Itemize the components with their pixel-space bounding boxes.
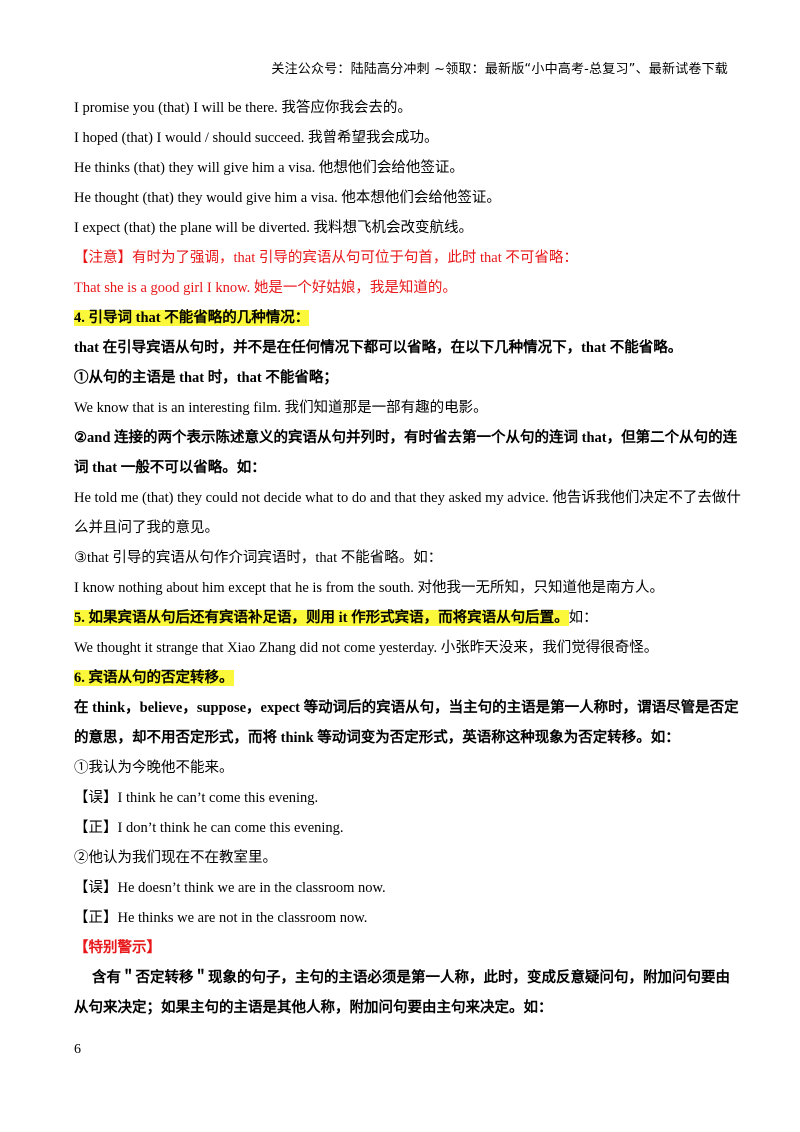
paragraph: that 在引导宾语从句时，并不是在任何情况下都可以省略，在以下几种情况下，th… [74,340,683,356]
example-sentence: We thought it strange that Xiao Zhang di… [74,640,659,656]
warning-heading: 【特别警示】 [74,940,161,956]
page-header: 关注公众号：陆陆高分冲刺 ~领取：最新版“小中高考-总复习”、最新试卷下载 [271,62,728,77]
correct-example: 【正】He thinks we are not in the classroom… [74,910,368,926]
section-heading-5-tail: 如： [568,610,598,626]
example-sentence: I know nothing about him except that he … [74,580,665,596]
rule-item-continued: 词 that 一般不可以省略。如： [74,460,266,476]
section-heading-5: 5. 如果宾语从句后还有宾语补足语，则用 it 作形式宾语，而将宾语从句后置。 [74,610,569,626]
warning-text: 含有＂否定转移＂现象的句子，主句的主语必须是第一人称，此时，变成反意疑问句，附加… [92,970,730,986]
example-sentence: I promise you (that) I will be there. 我答… [74,100,412,116]
paragraph: 在 think，believe，suppose，expect 等动词后的宾语从句… [74,700,739,716]
wrong-example: 【误】He doesn’t think we are in the classr… [74,880,386,896]
correct-example: 【正】I don’t think he can come this evenin… [74,820,344,836]
warning-text-continued: 从句来决定；如果主句的主语是其他人称，附加问句要由主句来决定。如： [74,1000,553,1016]
page-number: 6 [74,1042,81,1057]
wrong-example: 【误】I think he can’t come this evening. [74,790,319,806]
example-sentence: He told me (that) they could not decide … [74,490,741,506]
section-heading-6: 6. 宾语从句的否定转移。 [74,670,234,686]
example-item: ①我认为今晚他不能来。 [74,760,234,776]
example-sentence: He thinks (that) they will give him a vi… [74,160,464,176]
note-example: That she is a good girl I know. 她是一个好姑娘，… [74,280,457,296]
note-text: 【注意】有时为了强调，that 引导的宾语从句可位于句首，此时 that 不可省… [74,250,578,266]
document-body: I promise you (that) I will be there. 我答… [74,98,741,1018]
section-heading-4: 4. 引导词 that 不能省略的几种情况： [74,310,310,326]
rule-item: ②and 连接的两个表示陈述意义的宾语从句并列时，有时省去第一个从句的连词 th… [74,430,738,446]
example-sentence: I expect (that) the plane will be divert… [74,220,474,236]
example-sentence: I hoped (that) I would / should succeed.… [74,130,439,146]
example-item: ②他认为我们现在不在教室里。 [74,850,277,866]
paragraph-continued: 的意思，却不用否定形式，而将 think 等动词变为否定形式，英语称这种现象为否… [74,730,680,746]
rule-item: ③that 引导的宾语从句作介词宾语时，that 不能省略。如： [74,550,443,566]
rule-item: ①从句的主语是 that 时，that 不能省略； [74,370,338,386]
example-sentence-continued: 么并且问了我的意见。 [74,520,219,536]
example-sentence: We know that is an interesting film. 我们知… [74,400,488,416]
example-sentence: He thought (that) they would give him a … [74,190,501,206]
